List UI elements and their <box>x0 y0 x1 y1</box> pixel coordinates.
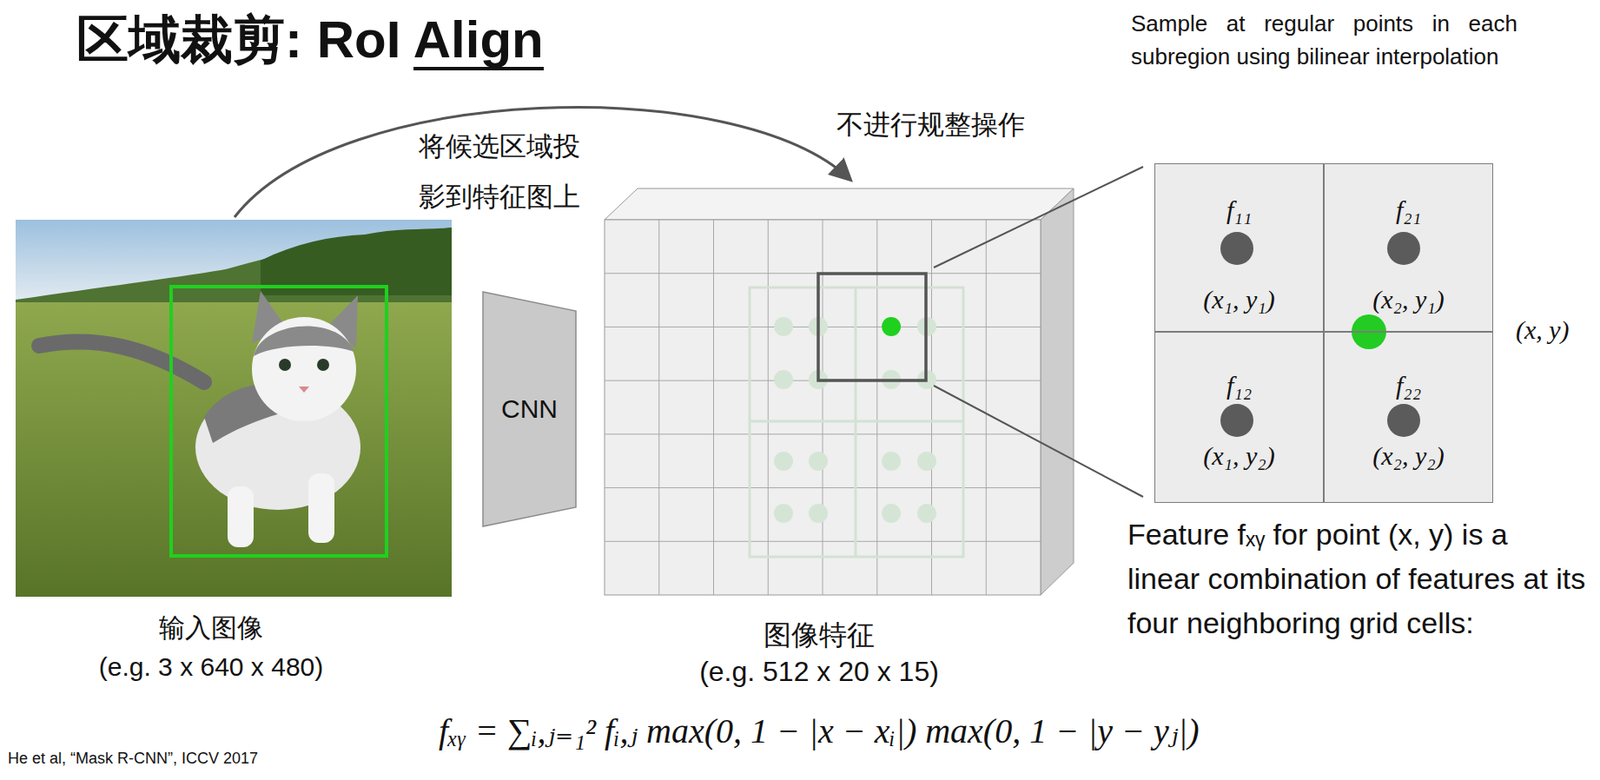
grid-cell: f₂₁ (x₂, y₁) <box>1323 163 1494 332</box>
grid-point <box>1387 231 1421 265</box>
citation: He et al, “Mask R-CNN”, ICCV 2017 <box>7 748 258 768</box>
zoom-panel <box>1154 163 1494 503</box>
sample-point <box>881 317 901 337</box>
grid-cell: f₂₂ (x₂, y₂) <box>1323 331 1494 503</box>
grid-line <box>876 219 878 596</box>
note-text: Sample at regular points in each subregi… <box>1130 6 1518 73</box>
dimension-label: (e.g. 512 x 20 x 15) <box>645 654 993 688</box>
image-caption: 输入图像 <box>80 612 342 644</box>
grid-line <box>822 219 824 596</box>
trapezoid-shape <box>482 291 576 527</box>
point-label: (x, y) <box>1515 314 1570 346</box>
sample-point <box>917 503 937 523</box>
cnn-block: CNN <box>482 290 577 528</box>
grid-line <box>931 219 933 596</box>
grid-point <box>1387 403 1421 437</box>
grid-line <box>604 433 1041 435</box>
explanation-text: Feature fₓᵧ for point (x, y) is a linear… <box>1127 512 1588 646</box>
grid-line <box>604 487 1041 489</box>
sample-point <box>773 370 794 390</box>
proposal-box <box>171 286 387 556</box>
formula: fₓᵧ = ∑ᵢ,ⱼ₌₁² fᵢ,ⱼ max(0, 1 − |x − xᵢ|) … <box>438 710 1200 753</box>
grid-line <box>713 219 715 596</box>
kitten-leg <box>227 486 254 548</box>
zoom-ground <box>1154 163 1494 503</box>
step-note: 影到特征图上 <box>418 180 581 213</box>
feature-map <box>604 188 1074 596</box>
feature-label: f₂₁ <box>1324 194 1493 226</box>
kitten-leg <box>308 473 335 543</box>
kitten-fur <box>253 325 355 357</box>
feature-label: f₁₁ <box>1155 194 1323 226</box>
zoom-leader <box>933 166 1144 268</box>
sample-point <box>917 451 937 471</box>
sample-points <box>773 317 937 523</box>
grid-point <box>1220 403 1254 437</box>
kitten-nose <box>298 386 310 393</box>
grid-cell: f₁₁ (x₁, y₁) <box>1154 163 1324 332</box>
sample-point <box>773 503 794 523</box>
grid-line <box>985 219 987 596</box>
title-underline <box>413 66 544 71</box>
grid-line <box>658 219 660 596</box>
step-note: 不进行规整操作 <box>836 108 1025 141</box>
roi-region <box>749 273 964 557</box>
feature-label: f₁₂ <box>1155 370 1323 402</box>
kitten-eye <box>278 358 291 371</box>
sample-point <box>808 451 828 471</box>
feature-caption: 图像特征 <box>645 618 993 652</box>
kitten-eye <box>317 358 330 371</box>
zoom-leader <box>933 385 1144 497</box>
grid-cell: f₁₂ (x₁, y₂) <box>1154 331 1324 503</box>
coordinate-label: (x₂, y₂) <box>1324 440 1493 472</box>
coordinate-label: (x₁, y₂) <box>1155 440 1323 472</box>
feature-side-face <box>1040 188 1074 596</box>
grid-line <box>604 541 1041 543</box>
kitten-tail <box>39 341 205 383</box>
step-note: 将候选区域投 <box>418 130 581 163</box>
feature-top-face <box>604 188 1074 220</box>
block-label: CNN <box>501 393 558 425</box>
roi-outline <box>749 287 964 557</box>
feature-label: f₂₂ <box>1324 370 1493 402</box>
coordinate-label: (x₁, y₁) <box>1155 284 1323 316</box>
coordinate-label: (x₂, y₁) <box>1324 284 1493 316</box>
grid-point <box>1220 231 1254 265</box>
sample-point <box>808 503 828 523</box>
sample-point <box>773 451 794 471</box>
kitten-head <box>251 317 357 422</box>
dimension-label: (e.g. 3 x 640 x 480) <box>37 651 385 683</box>
sample-point <box>881 451 901 471</box>
zoom-box <box>818 273 926 381</box>
roi-divider <box>749 420 964 424</box>
sample-point <box>881 503 901 523</box>
grid-line <box>767 219 769 596</box>
kitten-photo <box>15 219 452 597</box>
sample-point <box>773 317 794 337</box>
slide-title: 区域裁剪: RoI Align <box>76 8 544 72</box>
